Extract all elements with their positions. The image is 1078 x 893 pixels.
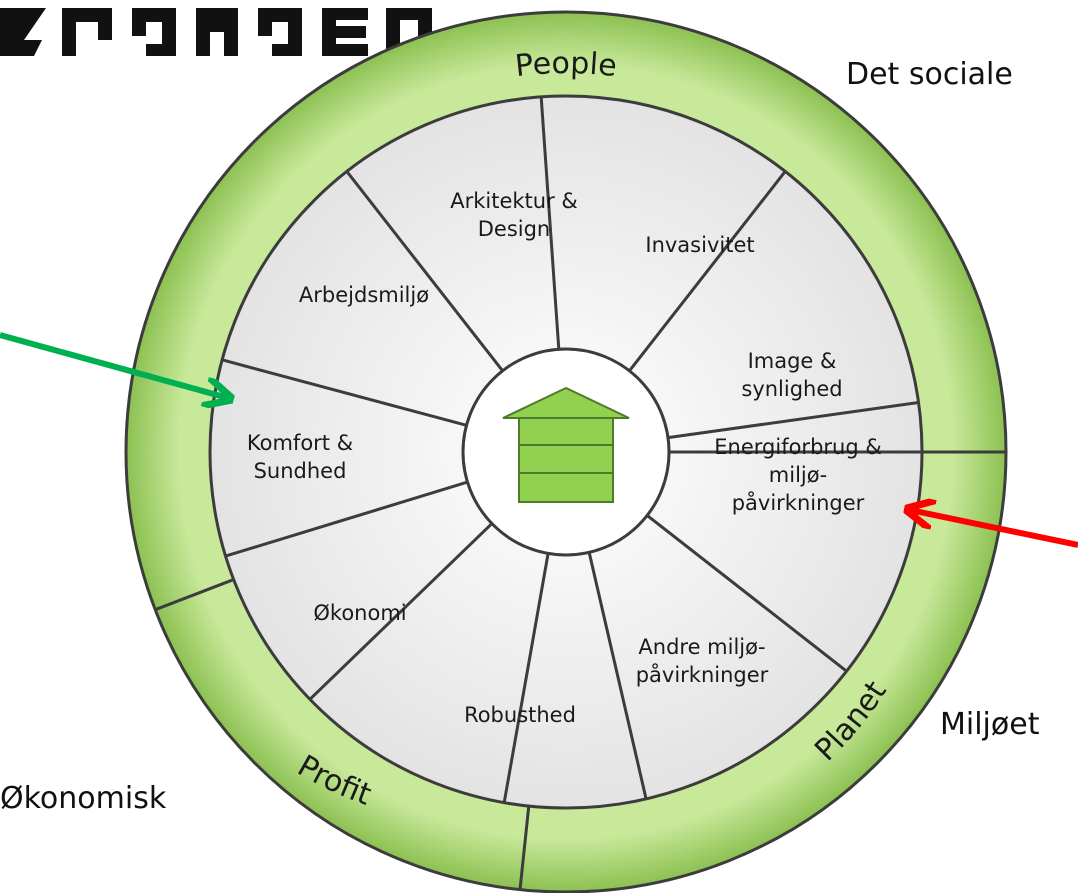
outer-label-environment: Miljøet (940, 707, 1040, 742)
segment-okonomi: Økonomi (313, 601, 406, 625)
ring-divider (154, 578, 235, 612)
segment-arkitektur-design-line: Design (478, 217, 551, 241)
segment-arbejdsmiljo-line: Arbejdsmiljø (299, 283, 429, 307)
segment-energiforbrug-line: Energiforbrug & (714, 435, 881, 459)
segment-spoke (345, 170, 504, 372)
segment-okonomi-line: Økonomi (313, 601, 406, 625)
red-arrow-icon (910, 510, 1078, 548)
ring-label-people: People (513, 46, 618, 84)
outer-label-economic: Økonomisk (0, 781, 167, 816)
segment-energiforbrug-line: miljø- (769, 463, 827, 487)
segment-energiforbrug-line: påvirkninger (732, 490, 865, 515)
segment-image-synlighed: Image & synlighed (741, 349, 842, 401)
ring-dividers (154, 450, 1006, 890)
segment-spoke (502, 553, 550, 803)
segment-spoke (646, 514, 848, 673)
segment-invasivitet-line: Invasivitet (645, 233, 754, 257)
segment-arkitektur-design-line: Arkitektur & (450, 189, 578, 213)
ring-divider (518, 805, 531, 890)
segment-spoke (308, 522, 493, 701)
segment-invasivitet: Invasivitet (645, 233, 754, 257)
cropped-heading-fragment (0, 8, 432, 56)
segment-arbejdsmiljo: Arbejdsmiljø (299, 283, 429, 307)
segment-komfort-sundhed-line: Sundhed (254, 459, 347, 483)
segment-spoke (221, 358, 467, 427)
segment-energiforbrug: Energiforbrug & miljø-påvirkninger (714, 435, 881, 515)
segment-spoke (539, 96, 561, 350)
green-arrow-icon (0, 332, 228, 398)
segment-image-synlighed-line: Image & (748, 349, 837, 373)
segment-andre-miljopavirkninger-line: Andre miljø- (638, 635, 765, 659)
segment-spoke (225, 480, 468, 558)
segment-komfort-sundhed-line: Komfort & (247, 431, 353, 455)
outer-label-social: Det sociale (846, 57, 1013, 92)
segment-arkitektur-design: Arkitektur & Design (450, 189, 578, 241)
segment-spoke (628, 170, 787, 372)
segment-spoke (587, 552, 648, 800)
segment-robusthed-line: Robusthed (464, 703, 576, 727)
segment-andre-miljopavirkninger-line: påvirkninger (636, 662, 769, 687)
segment-andre-miljopavirkninger: Andre miljø-påvirkninger (636, 635, 769, 687)
segment-spokes (221, 96, 922, 803)
segment-komfort-sundhed: Komfort & Sundhed (247, 431, 353, 483)
house-stack-icon (502, 386, 630, 503)
segment-image-synlighed-line: synlighed (741, 377, 842, 401)
segment-spoke (667, 400, 919, 440)
segment-robusthed: Robusthed (464, 703, 576, 727)
